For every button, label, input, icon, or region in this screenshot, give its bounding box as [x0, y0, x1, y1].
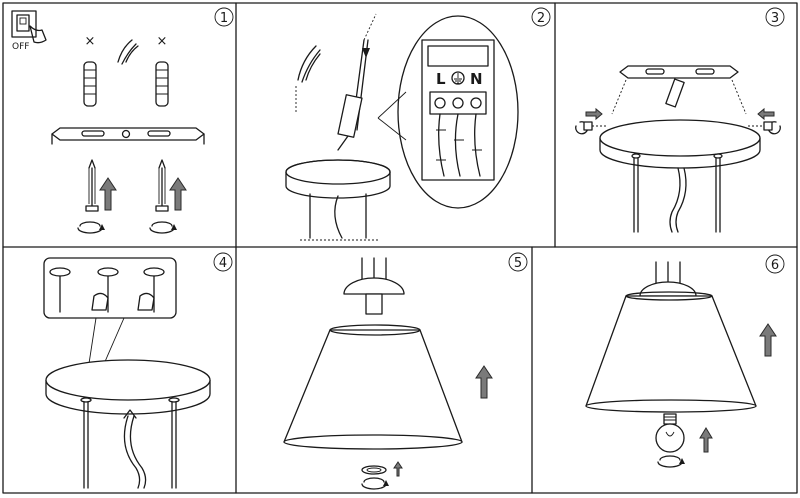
- earth-symbol-icon: [451, 71, 465, 85]
- ceiling-canopy-step-4: [45, 359, 211, 489]
- wall-plug-left: [83, 61, 97, 107]
- step-number-5: 5: [514, 256, 522, 271]
- wire-grip-inset: [43, 257, 177, 397]
- lamp-canopy-step-6: [639, 261, 697, 297]
- panel-step-3: 3: [575, 7, 785, 233]
- cross-mark-left: ×: [85, 34, 96, 49]
- hand-icon-2: [137, 292, 155, 311]
- step-number-circle-4: [213, 252, 233, 272]
- step-number-4: 4: [219, 256, 227, 271]
- ceiling-canopy: [285, 159, 391, 241]
- lamp-shade-step-6: [585, 291, 757, 413]
- screw-left: [85, 159, 99, 212]
- right-arrow-icon: [585, 107, 603, 121]
- step-number-circle-2: [531, 7, 551, 27]
- switch-off-label: OFF: [12, 42, 29, 52]
- screw-right: [155, 159, 169, 212]
- small-up-arrow-icon: [393, 461, 403, 477]
- panel-step-1: 1 OFF × ×: [11, 7, 234, 234]
- mounting-bracket: [51, 127, 205, 145]
- terminal-block-detail: L N: [377, 15, 519, 209]
- wall-plug-right: [155, 61, 169, 107]
- up-arrow-icon-right: [169, 177, 187, 211]
- loose-wires: [295, 45, 321, 112]
- up-arrow-icon-shade: [475, 365, 493, 399]
- step-number-2: 2: [537, 11, 545, 26]
- ceiling-canopy-step-3: [599, 119, 761, 233]
- panel-step-4: 4: [43, 252, 233, 489]
- neutral-terminal-label: N: [470, 70, 483, 88]
- supply-cable: [337, 13, 377, 151]
- up-arrow-icon-lamp: [759, 323, 777, 357]
- cross-mark-right: ×: [157, 34, 168, 49]
- up-arrow-icon-left: [99, 177, 117, 211]
- step-number-1: 1: [220, 11, 228, 26]
- rotate-arrow-icon-left: [77, 221, 106, 234]
- step-number-6: 6: [771, 258, 779, 273]
- light-bulb-icon: [655, 413, 686, 468]
- step-number-circle-6: [765, 254, 785, 274]
- lamp-shade-step-5: [283, 324, 463, 450]
- rotate-arrow-icon-right: [149, 221, 178, 234]
- wires-icon: [117, 39, 139, 65]
- step-number-circle-1: [214, 7, 234, 27]
- side-screw-left: [575, 107, 606, 135]
- mounting-bracket-installed: [611, 65, 747, 115]
- hand-icon: [91, 292, 109, 311]
- locking-ring: [361, 461, 403, 490]
- panel-step-5: 5: [283, 252, 528, 490]
- live-terminal-label: L: [436, 70, 446, 88]
- bulb-up-arrow-icon: [699, 427, 713, 453]
- step-number-circle-5: [508, 252, 528, 272]
- panel-step-2: 2: [285, 7, 551, 241]
- panel-step-6: 6: [585, 254, 785, 468]
- switch-off-icon: OFF: [11, 10, 47, 52]
- left-arrow-icon: [757, 107, 775, 121]
- step-number-3: 3: [771, 11, 779, 26]
- side-screw-right: [748, 107, 781, 135]
- lamp-canopy-step-5: [343, 257, 405, 315]
- step-number-circle-3: [765, 7, 785, 27]
